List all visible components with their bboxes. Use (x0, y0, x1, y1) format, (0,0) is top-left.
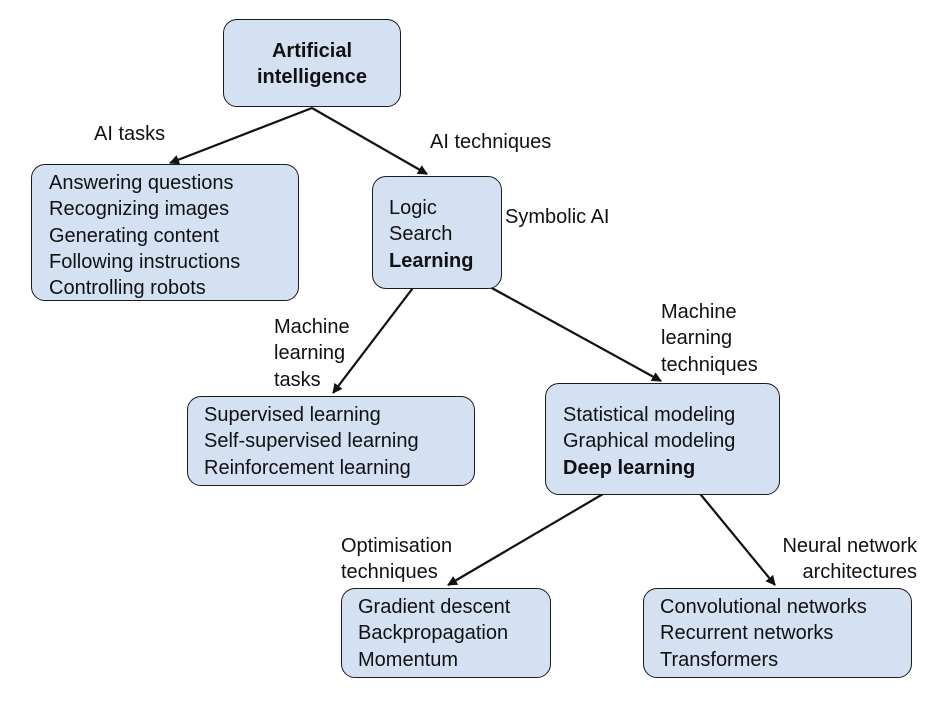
node-line: Backpropagation (358, 622, 509, 645)
label-ml-techniques: Machine learning techniques (661, 299, 758, 378)
label-neural-network-architectures: Neural network architectures (782, 533, 917, 586)
node-line-learning: Learning (389, 249, 474, 272)
node-neural-network-architectures: Convolutional networks Recurrent network… (643, 588, 912, 678)
node-line: Supervised learning (204, 404, 381, 426)
node-line: Search (389, 223, 453, 246)
node-line: Following instructions (49, 250, 241, 273)
node-line: Gradient descent (358, 596, 511, 618)
label-line: Machine (661, 301, 737, 323)
arrow-root-to-ai-tasks (169, 106, 313, 165)
node-line: Answering questions (49, 172, 234, 194)
arrow-learning-to-ml-tasks (332, 275, 423, 394)
label-line: Machine (274, 316, 350, 338)
node-ml-techniques: Statistical modeling Graphical modeling … (545, 383, 780, 495)
node-line: Logic (389, 197, 437, 219)
arrow-learning-to-ml-techniques (469, 275, 662, 382)
node-ai-tasks: Answering questions Recognizing images G… (31, 164, 299, 301)
node-line: Recognizing images (49, 198, 230, 221)
label-line: learning (274, 342, 346, 365)
label-ai-techniques: AI techniques (430, 131, 552, 153)
node-line: Convolutional networks (660, 596, 867, 618)
node-line: Artificial (271, 40, 353, 62)
label-symbolic-ai: Symbolic AI (505, 206, 610, 228)
node-line: Controlling robots (49, 277, 206, 300)
node-optimisation-techniques: Gradient descent Backpropagation Momentu… (341, 588, 551, 678)
node-line: Transformers (660, 648, 779, 671)
node-line: Momentum (358, 648, 459, 671)
node-line: intelligence (256, 66, 368, 89)
node-ml-tasks: Supervised learning Self-supervised lear… (187, 396, 475, 486)
label-line: Optimisation (341, 535, 453, 557)
node-line: Graphical modeling (563, 430, 736, 453)
label-line: Neural network (782, 535, 917, 557)
node-line: Reinforcement learning (204, 456, 411, 479)
label-ai-tasks: AI tasks (94, 123, 166, 145)
label-line: techniques (341, 561, 438, 584)
label-line: tasks (274, 368, 321, 391)
label-line: architectures (802, 561, 918, 584)
node-line: Self-supervised learning (204, 430, 419, 453)
arrow-deep-learning-to-optimisation (447, 483, 621, 586)
node-line-deep-learning: Deep learning (563, 456, 696, 479)
arrow-root-to-ai-techniques (311, 107, 428, 175)
label-ml-tasks: Machine learning tasks (274, 314, 350, 393)
node-line: Recurrent networks (660, 622, 834, 645)
node-artificial-intelligence: Artificial intelligence (223, 19, 401, 107)
label-optimisation-techniques: Optimisation techniques (341, 533, 452, 586)
node-ai-techniques: Logic Search Learning (372, 176, 502, 289)
node-line: Generating content (49, 224, 220, 247)
node-line: Statistical modeling (563, 404, 736, 426)
label-line: learning (661, 327, 733, 350)
arrow-deep-learning-to-architectures (691, 483, 776, 586)
label-line: techniques (661, 353, 758, 376)
